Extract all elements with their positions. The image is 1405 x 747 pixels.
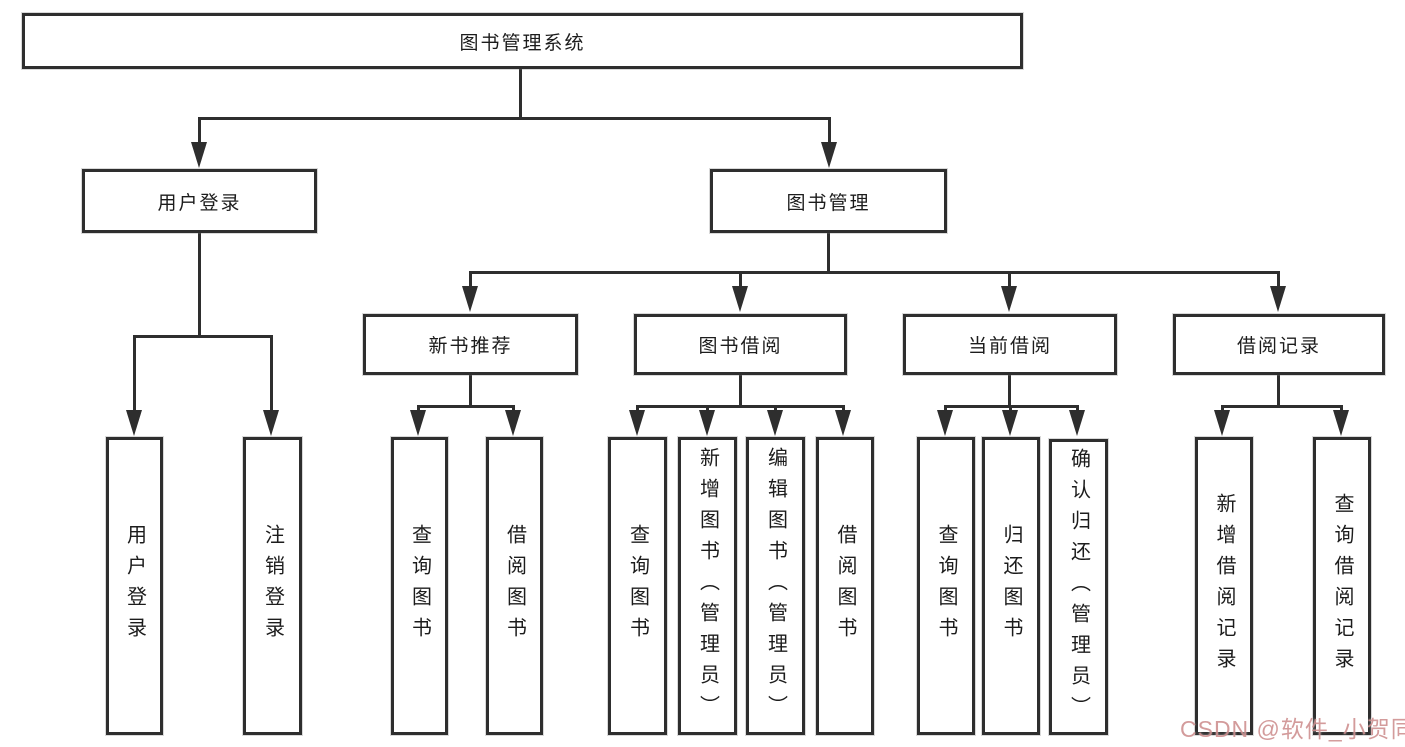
- leaf-confirm-return-admin: 确认归还（管理员）: [1049, 439, 1108, 735]
- connector-level3-split: [469, 271, 1280, 274]
- arrowhead-down: [1069, 410, 1085, 436]
- connector-drop: [1076, 405, 1079, 414]
- arrowhead-down: [462, 286, 478, 312]
- arrowhead-down: [505, 410, 521, 436]
- connector-book-borrowing-split: [636, 405, 845, 408]
- arrowhead-down: [1214, 410, 1230, 436]
- connector-drop: [512, 405, 515, 414]
- node-borrowing-records: 借阅记录: [1173, 314, 1385, 375]
- connector-drop-user-login: [198, 117, 201, 145]
- node-current-borrowing: 当前借阅: [903, 314, 1117, 375]
- node-user-login: 用户登录: [82, 169, 317, 233]
- leaf-edit-books-admin: 编辑图书（管理员）: [746, 437, 805, 735]
- arrowhead-down: [410, 410, 426, 436]
- connector-drop-leaf-user-login: [133, 335, 136, 413]
- leaf-borrow-books: 借阅图书: [816, 437, 874, 735]
- connector-user-login-split: [133, 335, 273, 338]
- leaf-add-books-admin: 新增图书（管理员）: [678, 437, 737, 735]
- connector-book-management-stub: [827, 231, 830, 274]
- connector-drop: [1009, 405, 1012, 414]
- connector-new-book-rec-stub: [469, 373, 472, 408]
- arrowhead-down: [126, 410, 142, 436]
- connector-root-stub: [519, 66, 522, 119]
- connector-current-borrowing-stub: [1008, 373, 1011, 408]
- leaf-borrow-books-recommendation: 借阅图书: [486, 437, 543, 735]
- arrowhead-down: [629, 410, 645, 436]
- node-book-management: 图书管理: [710, 169, 947, 233]
- arrowhead-down: [821, 142, 837, 168]
- connector-drop: [636, 405, 639, 414]
- connector-drop: [1221, 405, 1224, 414]
- arrowhead-down: [191, 142, 207, 168]
- arrowhead-down: [263, 410, 279, 436]
- leaf-user-login: 用户登录: [106, 437, 163, 735]
- node-new-book-recommendation: 新书推荐: [363, 314, 578, 375]
- connector-drop-borrowing-records: [1277, 271, 1280, 291]
- connector-drop-new-book-recommendation: [469, 271, 472, 291]
- connector-drop: [944, 405, 947, 414]
- leaf-query-books-recommendation: 查询图书: [391, 437, 448, 735]
- arrowhead-down: [1001, 286, 1017, 312]
- connector-drop: [706, 405, 709, 414]
- connector-user-login-stub: [198, 231, 201, 337]
- leaf-add-borrowing-record: 新增借阅记录: [1195, 437, 1253, 735]
- leaf-query-borrowing-record: 查询借阅记录: [1313, 437, 1371, 735]
- leaf-query-books-borrowing: 查询图书: [608, 437, 667, 735]
- arrowhead-down: [767, 410, 783, 436]
- connector-level1-split: [198, 117, 831, 120]
- connector-drop-current-borrowing: [1008, 271, 1011, 291]
- arrowhead-down: [699, 410, 715, 436]
- connector-drop-leaf-logout: [270, 335, 273, 413]
- connector-borrowing-records-split: [1221, 405, 1342, 408]
- arrowhead-down: [1270, 286, 1286, 312]
- connector-drop: [1340, 405, 1343, 414]
- connector-new-book-rec-split: [417, 405, 515, 408]
- node-book-borrowing: 图书借阅: [634, 314, 847, 375]
- leaf-logout: 注销登录: [243, 437, 302, 735]
- connector-drop: [842, 405, 845, 414]
- arrowhead-down: [732, 286, 748, 312]
- arrowhead-down: [1002, 410, 1018, 436]
- arrowhead-down: [937, 410, 953, 436]
- connector-drop: [774, 405, 777, 414]
- node-library-management-system: 图书管理系统: [22, 13, 1023, 69]
- arrowhead-down: [1333, 410, 1349, 436]
- connector-book-borrowing-stub: [739, 373, 742, 408]
- watermark-text: CSDN @软件_小贺同学: [1180, 716, 1405, 742]
- connector-drop: [417, 405, 420, 414]
- leaf-return-books: 归还图书: [982, 437, 1040, 735]
- connector-drop-book-borrowing: [739, 271, 742, 291]
- leaf-query-books-current: 查询图书: [917, 437, 975, 735]
- connector-borrowing-records-stub: [1277, 373, 1280, 408]
- connector-drop-book-management: [828, 117, 831, 145]
- arrowhead-down: [835, 410, 851, 436]
